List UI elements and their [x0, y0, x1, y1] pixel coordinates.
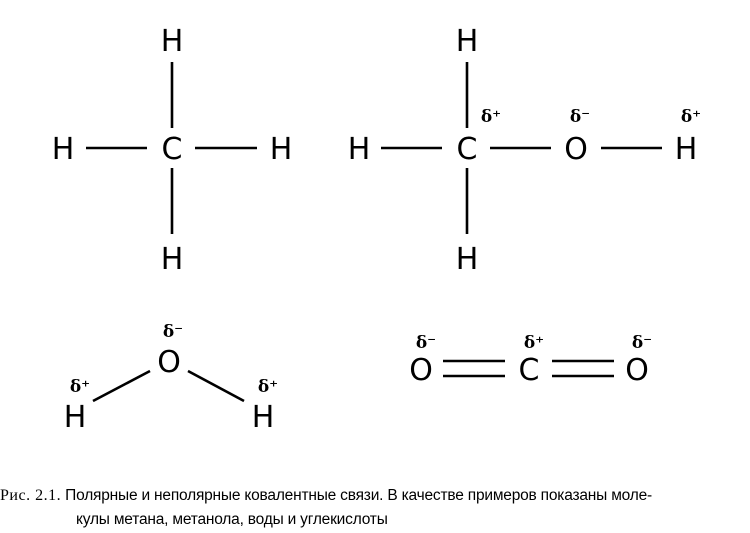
methanol-o: O — [564, 132, 588, 167]
caption-label: Рис. 2.1. — [0, 487, 62, 504]
bond-o-h-right — [187, 369, 245, 403]
methanol-h-top: H — [456, 24, 479, 59]
methanol-c: C — [457, 132, 478, 167]
caption-line-2: кулы метана, метанола, воды и углекислот… — [76, 511, 388, 528]
water-o: O — [157, 345, 181, 380]
methanol-h-right: H — [675, 132, 698, 167]
methanol-c-charge: δ⁺ — [481, 107, 501, 127]
co2-o-right-charge: δ⁻ — [632, 333, 652, 353]
methanol-h-bottom: H — [456, 242, 479, 277]
water-h-left: H — [64, 400, 87, 435]
co2-c: C — [519, 353, 540, 388]
methanol-molecule: H H C O H H δ⁺ δ⁻ δ⁺ — [348, 24, 701, 277]
methane-h-bottom: H — [161, 242, 184, 277]
co2-o-left: O — [409, 353, 433, 388]
water-molecule: O H H δ⁻ δ⁺ δ⁺ — [64, 322, 278, 435]
carbon-dioxide-molecule: O C O δ⁻ δ⁺ δ⁻ — [409, 333, 652, 388]
methane-h-top: H — [161, 24, 184, 59]
methane-h-right: H — [270, 132, 293, 167]
methanol-h-left: H — [348, 132, 371, 167]
caption-line-1: Полярные и неполярные ковалентные связи.… — [65, 487, 652, 504]
methanol-o-charge: δ⁻ — [570, 107, 590, 127]
water-o-charge: δ⁻ — [163, 322, 183, 342]
figure-caption: Рис. 2.1. Полярные и неполярные ковалент… — [0, 484, 750, 532]
methane-molecule: H H C H H — [52, 24, 293, 277]
co2-c-charge: δ⁺ — [524, 333, 544, 353]
water-h-right: H — [252, 400, 275, 435]
methanol-h-charge: δ⁺ — [681, 107, 701, 127]
water-h-right-charge: δ⁺ — [258, 377, 278, 397]
bond-o-h-left — [92, 369, 151, 403]
molecule-figure: H H C H H H H C O H H δ⁺ δ⁻ δ⁺ O H H δ⁻ … — [52, 24, 701, 435]
co2-o-left-charge: δ⁻ — [416, 333, 436, 353]
co2-o-right: O — [625, 353, 649, 388]
methane-c: C — [162, 132, 183, 167]
water-h-left-charge: δ⁺ — [70, 377, 90, 397]
methane-h-left: H — [52, 132, 75, 167]
